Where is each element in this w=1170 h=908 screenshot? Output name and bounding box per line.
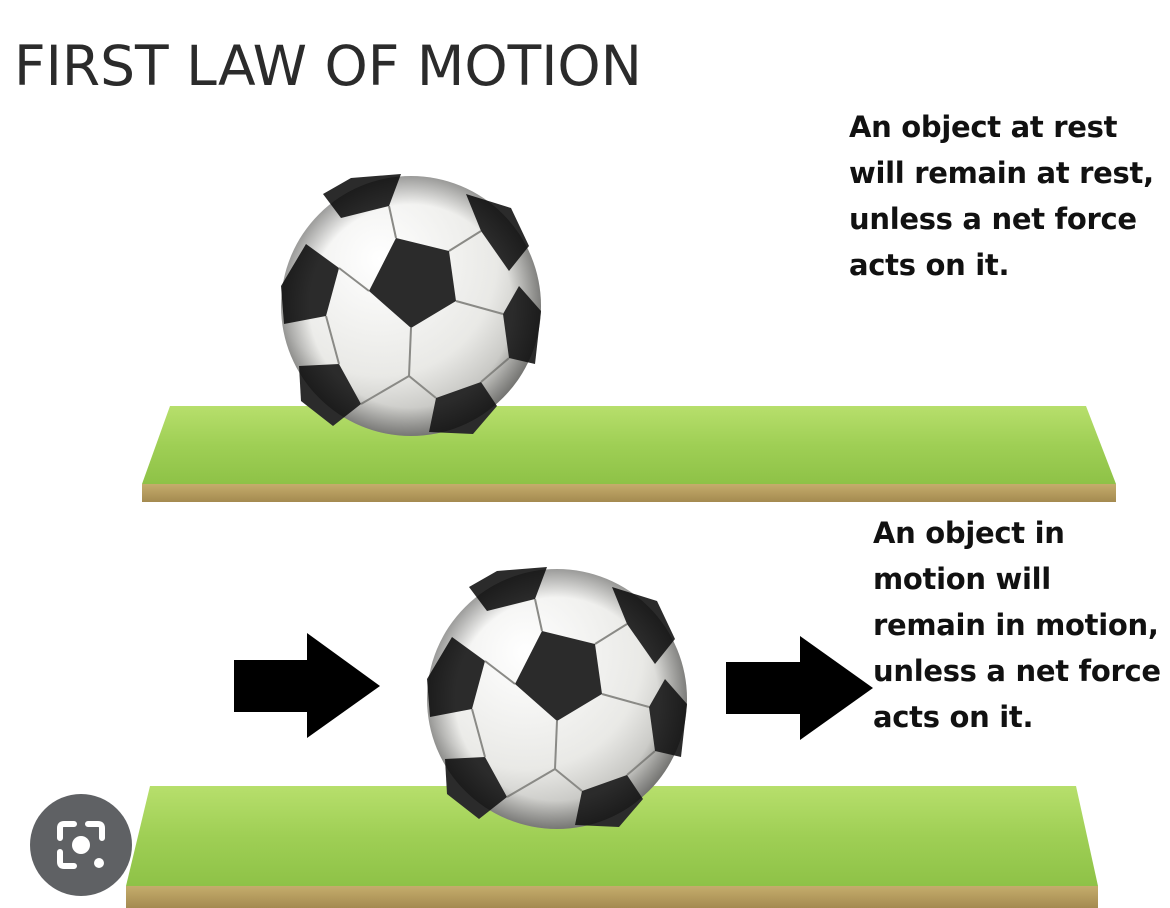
page-title: FIRST LAW OF MOTION xyxy=(14,34,642,98)
rest-caption: An object at rest will remain at rest, u… xyxy=(849,110,1154,282)
right-arrow-icon xyxy=(726,636,873,740)
soccer-ball-icon xyxy=(426,566,688,830)
lens-search-button[interactable] xyxy=(30,794,132,896)
ground-platform-motion xyxy=(126,786,1098,908)
soccer-ball-icon xyxy=(280,173,542,437)
right-arrow-icon xyxy=(234,633,380,738)
motion-caption: An object in motion will remain in motio… xyxy=(873,516,1161,734)
ground-platform-rest xyxy=(142,406,1116,502)
lens-search-icon xyxy=(57,821,105,869)
